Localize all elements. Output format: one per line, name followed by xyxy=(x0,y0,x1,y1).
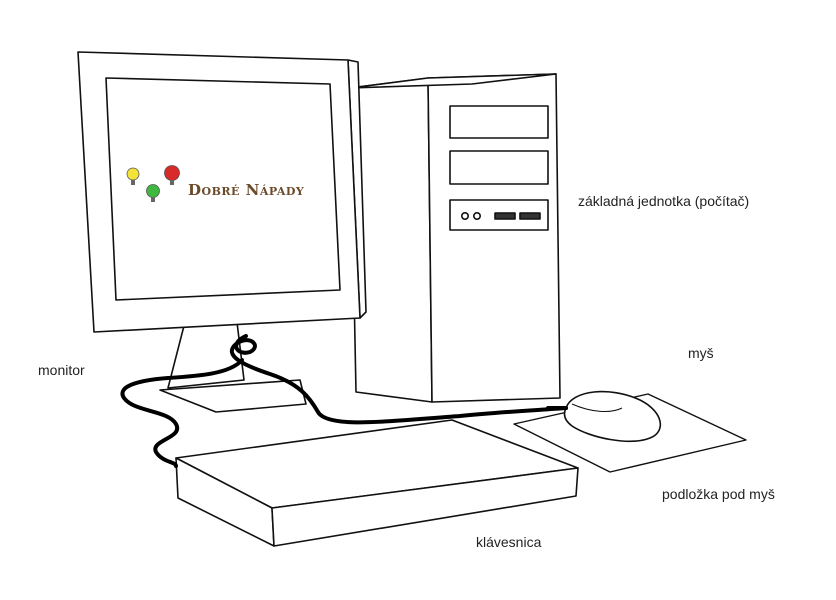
monitor-label: monitor xyxy=(38,362,85,378)
power-led xyxy=(460,212,469,221)
keyboard-cable xyxy=(120,358,244,468)
reset-led xyxy=(472,212,481,221)
mouse-body xyxy=(563,390,662,443)
drive-slot-2 xyxy=(519,212,541,220)
monitor-stand-base xyxy=(159,379,307,413)
screen-logo: Dobré Nápady xyxy=(126,165,304,202)
keyboard xyxy=(175,419,579,547)
mouse xyxy=(563,390,662,443)
mouse-label: myš xyxy=(688,345,714,361)
lightbulb-icon xyxy=(164,165,180,185)
monitor-cable xyxy=(229,334,568,425)
monitor xyxy=(77,51,367,413)
cables xyxy=(120,334,568,468)
logo-text: Dobré Nápady xyxy=(188,181,304,199)
lightbulb-icon xyxy=(146,184,160,202)
tower-top xyxy=(349,73,557,89)
keyboard-side xyxy=(271,467,579,547)
keyboard-label: klávesnica xyxy=(476,534,542,550)
monitor-screen xyxy=(105,77,341,301)
drive-bay-2 xyxy=(449,150,549,185)
mouse-button-line xyxy=(571,403,623,412)
mouse-pad-label: podložka pod myš xyxy=(662,486,775,502)
lightbulb-icon xyxy=(126,167,140,185)
system-unit xyxy=(349,73,561,403)
drive-slot-1 xyxy=(494,212,516,220)
system-unit-label: základná jednotka (počítač) xyxy=(578,193,750,209)
drive-bay-1 xyxy=(449,105,549,139)
